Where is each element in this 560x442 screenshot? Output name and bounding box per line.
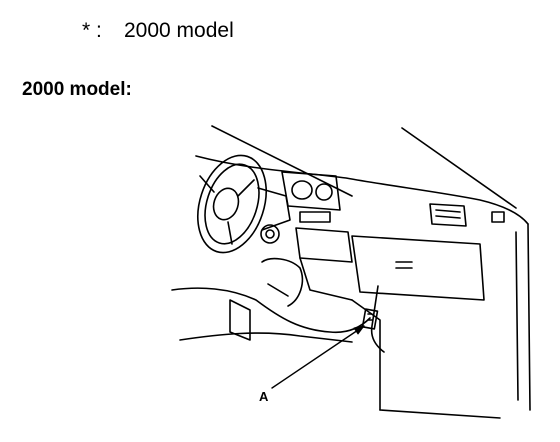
seat-base-line: [179, 332, 353, 343]
gear-shift: [261, 257, 304, 307]
glove-box: [351, 235, 485, 301]
section-heading: 2000 model:: [22, 79, 132, 100]
callout-label-a: A: [259, 389, 269, 404]
door-panel-line: [527, 223, 531, 411]
wiring-harness: [370, 285, 385, 353]
dashboard-vent: [429, 203, 467, 227]
footnote-text: 2000 model: [124, 19, 234, 42]
a-pillar-line: [211, 125, 353, 197]
door-panel-inner: [515, 231, 519, 401]
windshield-edge-line: [401, 127, 517, 209]
callout-leader-line: [271, 325, 365, 389]
dash-switch: [491, 211, 505, 223]
steering-wheel: [197, 154, 267, 254]
center-stack: [295, 227, 353, 263]
console-box: [229, 299, 251, 341]
footnote: * : 2000 model: [82, 18, 234, 44]
lower-dash-line: [351, 299, 381, 411]
dashboard-top-line: [195, 155, 529, 225]
callout-arrowhead: [353, 325, 365, 335]
seat-outline: [171, 287, 371, 334]
center-console-line: [299, 257, 353, 301]
ignition-switch: [260, 224, 280, 244]
connector-a-icon: [361, 308, 379, 330]
instrument-cluster: [281, 171, 341, 223]
floor-line: [379, 409, 501, 419]
steering-column: [257, 187, 291, 231]
footnote-marker: * :: [82, 19, 102, 42]
